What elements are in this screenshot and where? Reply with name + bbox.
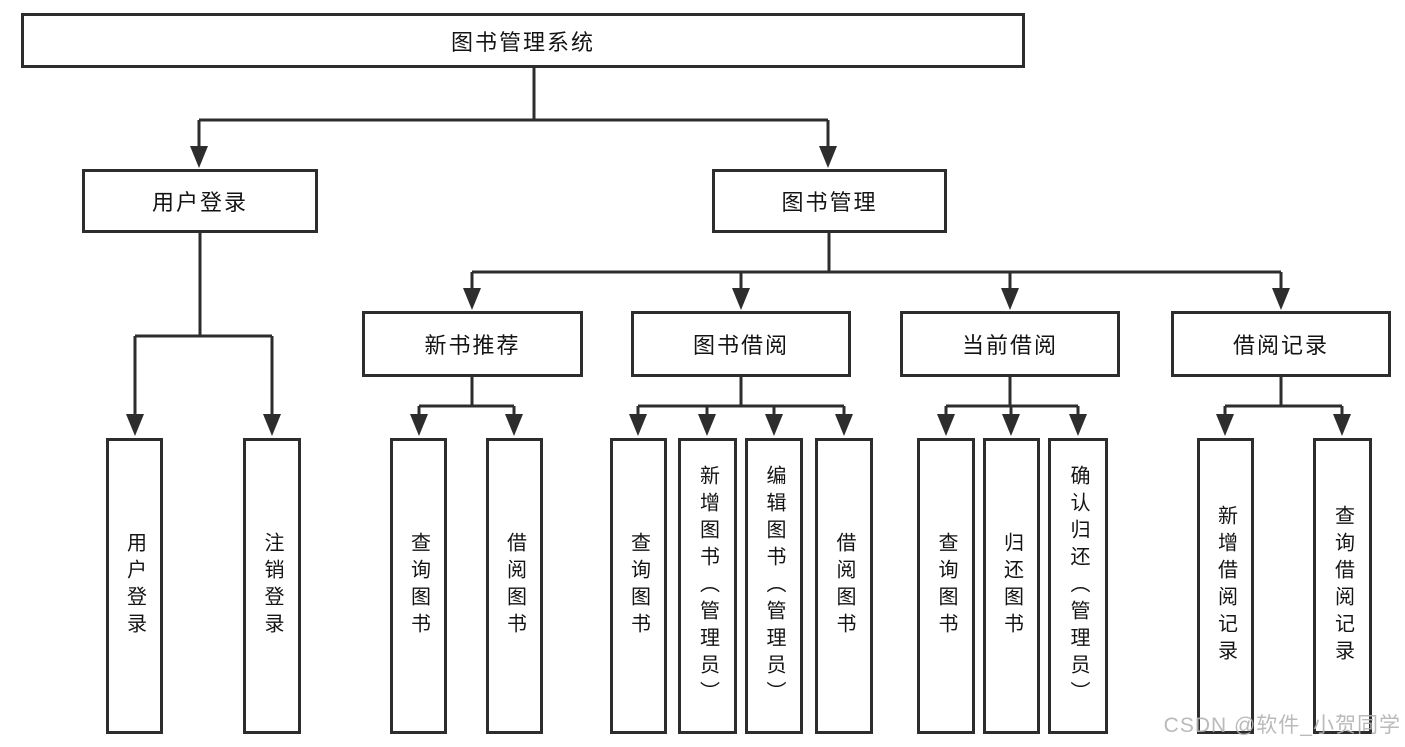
leaf-return-books: 归还图书 bbox=[983, 438, 1040, 734]
leaf-query-books-borrowing: 查询图书 bbox=[610, 438, 667, 734]
leaf-borrow-books-recommend: 借阅图书 bbox=[486, 438, 543, 734]
leaf-edit-book-admin: 编辑图书（管理员） bbox=[745, 438, 803, 734]
node-book-borrowing: 图书借阅 bbox=[631, 311, 851, 377]
arrowheads bbox=[126, 146, 1351, 436]
leaf-add-book-admin: 新增图书（管理员） bbox=[678, 438, 737, 734]
leaf-logout: 注销登录 bbox=[243, 438, 301, 734]
leaf-query-books-current: 查询图书 bbox=[917, 438, 975, 734]
leaf-user-login: 用户登录 bbox=[106, 438, 163, 734]
node-user-login: 用户登录 bbox=[82, 169, 318, 233]
leaf-confirm-return-admin: 确认归还（管理员） bbox=[1048, 438, 1108, 734]
leaf-query-borrow-record: 查询借阅记录 bbox=[1313, 438, 1372, 734]
leaf-borrow-books-borrowing: 借阅图书 bbox=[815, 438, 873, 734]
node-library-management-system: 图书管理系统 bbox=[21, 13, 1025, 68]
node-borrowing-records: 借阅记录 bbox=[1171, 311, 1391, 377]
node-new-book-recommendation: 新书推荐 bbox=[362, 311, 583, 377]
node-current-borrowing: 当前借阅 bbox=[900, 311, 1120, 377]
leaf-add-borrow-record: 新增借阅记录 bbox=[1197, 438, 1254, 734]
leaf-query-books-recommend: 查询图书 bbox=[390, 438, 447, 734]
node-book-management: 图书管理 bbox=[712, 169, 947, 233]
csdn-watermark: CSDN @软件_小贺同学 bbox=[1163, 714, 1401, 737]
